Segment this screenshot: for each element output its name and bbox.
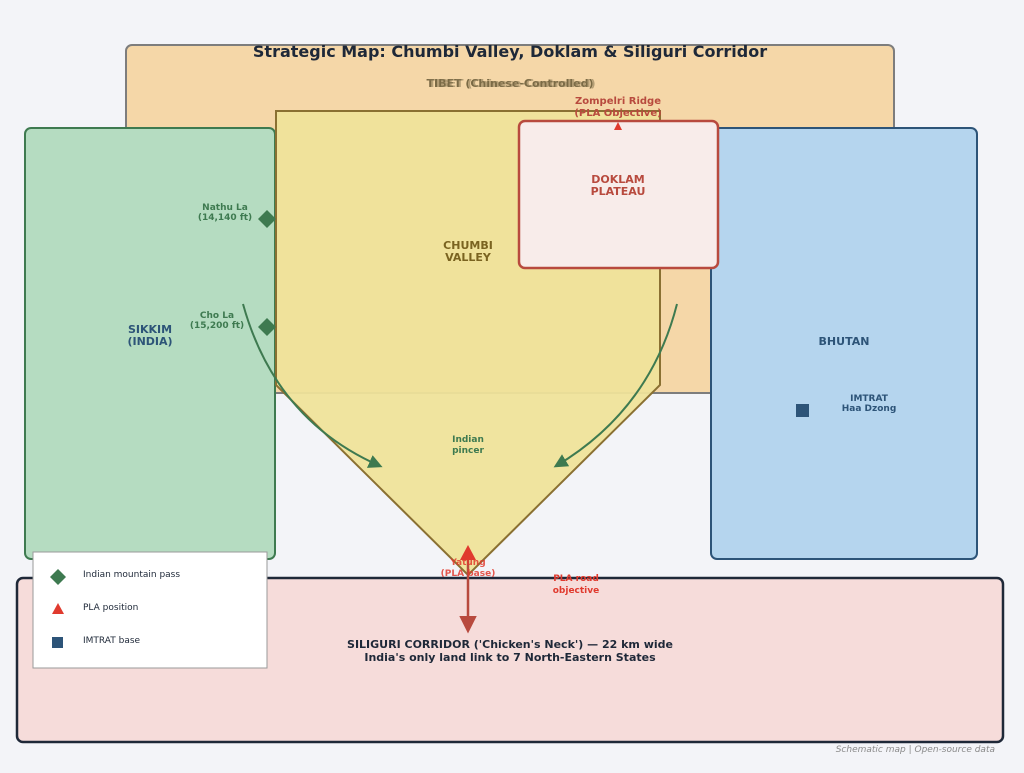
sikkim-label: SIKKIM (128, 323, 172, 336)
doklam-label-line2: PLATEAU (591, 185, 646, 198)
yatung-label: Yatung (449, 558, 485, 568)
legend-item-pla-position: PLA position (83, 603, 138, 613)
sikkim-country-label: (INDIA) (127, 335, 172, 348)
legend-item-imtrat-base: IMTRAT base (83, 636, 141, 646)
imtrat-label: IMTRAT (850, 394, 889, 404)
yatung-triangle-icon (460, 545, 476, 560)
bhutan-label: BHUTAN (819, 335, 870, 348)
doklam-label-line1: DOKLAM (591, 173, 644, 186)
square-icon (52, 637, 63, 648)
chumbi-label-line1: CHUMBI (443, 239, 493, 252)
nathu-la-diamond-icon (258, 210, 276, 228)
indian-pincer-label: Indian (452, 435, 484, 445)
imtrat-square-icon (796, 404, 809, 417)
cho-la-diamond-icon (258, 318, 276, 336)
cho-la-elevation: (15,200 ft) (190, 321, 244, 331)
map-legend: Indian mountain pass PLA position IMTRAT… (32, 551, 268, 669)
cho-la-label: Cho La (200, 311, 234, 321)
indian-pincer-arrow-east (553, 303, 678, 468)
nathu-la-label: Nathu La (202, 203, 248, 213)
pla-road-objective-label: objective (553, 586, 600, 596)
diamond-icon (50, 569, 66, 585)
zompelri-triangle-icon (614, 122, 622, 130)
zompelri-ridge-label: Zompelri Ridge (575, 96, 661, 107)
legend-item-mountain-pass: Indian mountain pass (83, 570, 180, 580)
triangle-icon (52, 603, 64, 614)
siliguri-label-line2: India's only land link to 7 North-Easter… (364, 651, 656, 664)
pla-road-label: PLA road (553, 574, 599, 584)
map-footer: Schematic map | Open-source data (836, 745, 995, 755)
tibet-label: TIBET (Chinese-Controlled) (427, 77, 594, 90)
indian-pincer-arrow-west (242, 303, 383, 468)
imtrat-location-label: Haa Dzong (842, 404, 897, 414)
nathu-la-elevation: (14,140 ft) (198, 213, 252, 223)
yatung-note: (PLA base) (441, 569, 496, 579)
tibet-label-overlay: TIBET (Chinese-Controlled) (429, 77, 596, 90)
doklam-plateau-region (517, 119, 720, 270)
legend-box (32, 551, 268, 669)
chumbi-label-line2: VALLEY (445, 251, 492, 264)
indian-pincer-label-line2: pincer (452, 446, 484, 456)
map-title: Strategic Map: Chumbi Valley, Doklam & S… (253, 42, 767, 61)
bhutan-region (710, 127, 978, 560)
zompelri-objective-label: (PLA Objective) (574, 108, 661, 119)
siliguri-label-line1: SILIGURI CORRIDOR ('Chicken's Neck') — 2… (347, 638, 673, 651)
